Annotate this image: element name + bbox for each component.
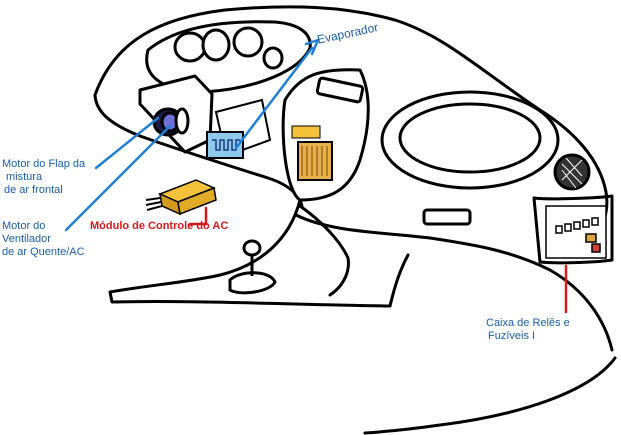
label-motor-ventilador-line1: Motor do: [2, 220, 46, 232]
label-motor-ventilador-line2: Ventilador: [2, 233, 51, 245]
pointer-modulo-controle: [188, 206, 208, 226]
console-tunnel: [298, 204, 350, 297]
evaporator-core: [206, 131, 244, 159]
pointer-evaporador: [234, 46, 314, 150]
label-motor-ventilador-line3: de ar Quente/AC: [2, 246, 85, 258]
glovebox-inner: [398, 102, 542, 174]
label-motor-flap: Motor do Flap da mistura de ar frontal: [2, 158, 85, 197]
shift-knob: [242, 239, 262, 257]
dashboard-front-outline: [93, 93, 304, 208]
ac-module-side: [177, 186, 217, 216]
pointer-motor-ventilador: [64, 124, 172, 232]
gauge-far-right: [262, 46, 284, 70]
pointer-motor-flap: [94, 116, 160, 170]
label-caixa-reles-line2: Fuzíveis I: [488, 330, 536, 342]
label-caixa-reles: Caixa de Relês e Fuzíveis I: [486, 317, 570, 343]
door-outline: [294, 213, 614, 352]
label-motor-flap-line2: mistura: [6, 171, 43, 183]
label-motor-flap-line1: Motor do Flap da: [2, 158, 86, 170]
radio-slot: [315, 76, 365, 104]
hazard-button: [291, 125, 321, 139]
label-motor-ventilador: Motor do Ventilador de ar Quente/AC: [2, 220, 85, 259]
vent-grille: [297, 141, 333, 181]
motor-flap-ring: [174, 107, 190, 135]
label-modulo-controle-text: Módulo de Controle do AC: [90, 220, 229, 232]
evaporator-coil: [212, 139, 240, 151]
glovebox-handle: [422, 208, 472, 226]
shift-boot: [228, 271, 277, 295]
gauge-right: [232, 26, 264, 58]
pointer-evaporador-arrow: [304, 38, 320, 56]
speaker-grille: [553, 153, 591, 191]
label-motor-flap-line3: de ar frontal: [4, 184, 63, 196]
label-caixa-reles-line1: Caixa de Relês e: [486, 317, 570, 329]
floor-sweep: [363, 356, 617, 435]
gauge-center: [201, 28, 231, 62]
gauge-left: [173, 31, 207, 63]
label-modulo-controle: Módulo de Controle do AC: [90, 220, 228, 233]
dashboard-top-outline: [93, 5, 609, 250]
right-panel-outline: [532, 194, 614, 265]
